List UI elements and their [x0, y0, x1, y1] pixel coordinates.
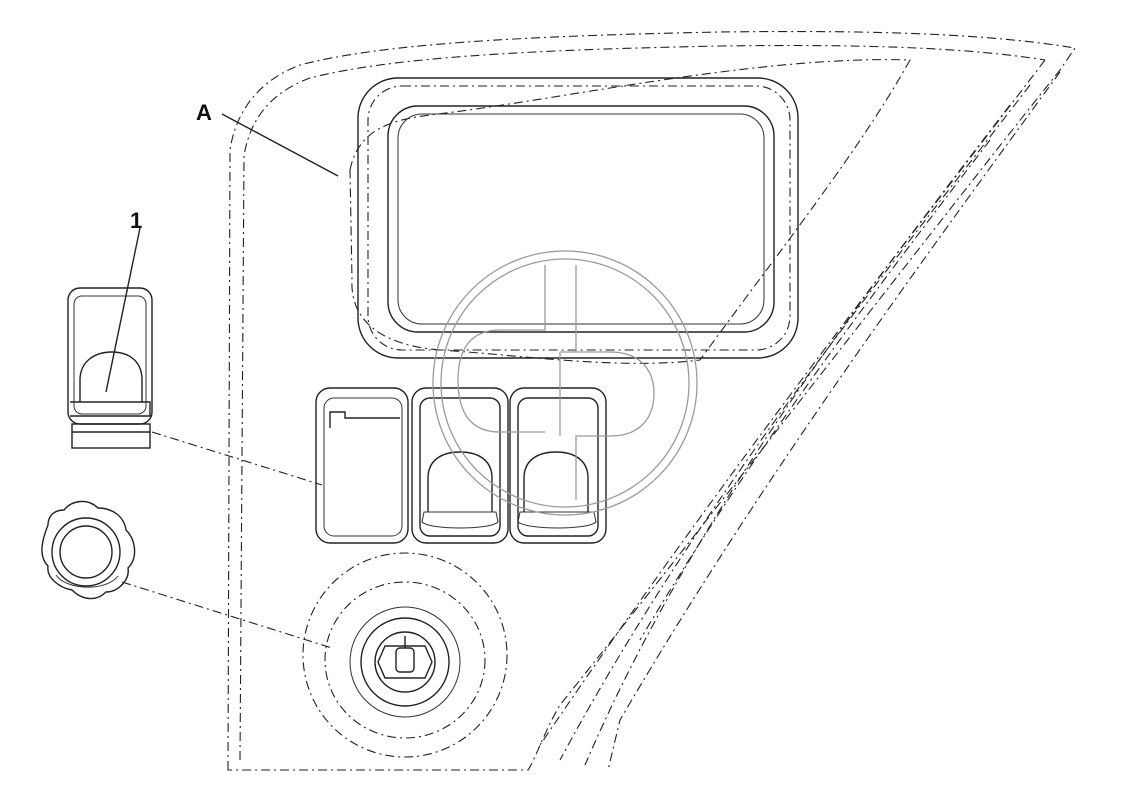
callout-a: A [196, 100, 212, 125]
leader-line-1 [105, 227, 141, 393]
blank-switch-slot [315, 387, 409, 544]
rotary-knob-part [41, 500, 136, 600]
leader-line-a [221, 113, 339, 177]
watermark-logo [432, 250, 698, 516]
switch-cap-part [67, 287, 153, 449]
rocker-switch-right [509, 387, 607, 544]
rocker-switch-middle [411, 387, 509, 544]
display-window [357, 77, 799, 359]
side-console-panel [227, 30, 1076, 771]
assembly-lines [121, 431, 333, 649]
callout-1: 1 [130, 208, 142, 233]
ignition-key-switch [302, 552, 508, 758]
switch-bay [315, 387, 607, 544]
